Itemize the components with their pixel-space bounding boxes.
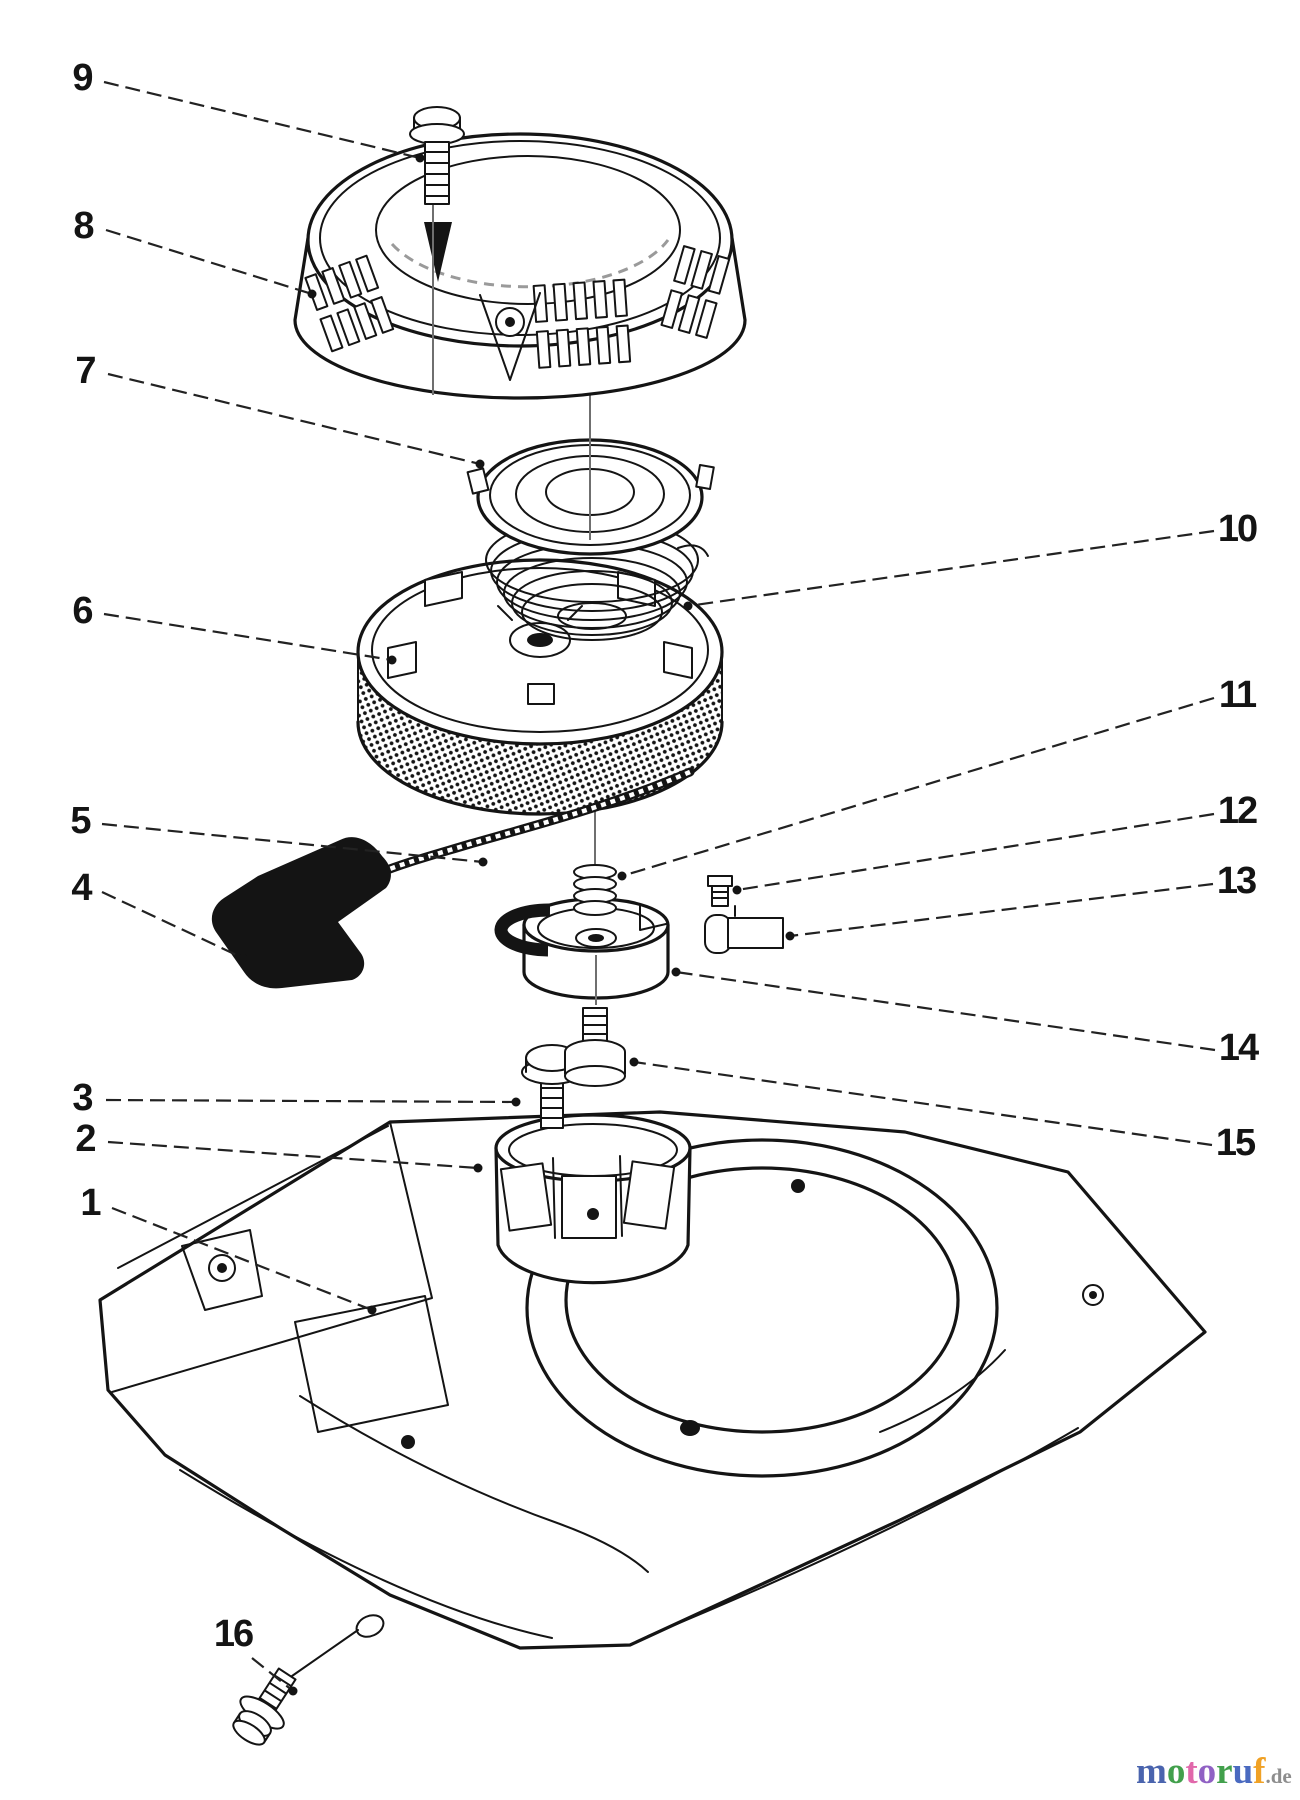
part-shoulder-bolt-15 [564,1007,626,1087]
part-flange-screw-16 [232,1667,297,1746]
callout-label-12: 12 [1218,790,1257,832]
leader-line-14 [675,970,1216,1052]
leader-line-13 [789,882,1214,938]
logo-letter-6: f [1253,1751,1266,1792]
part-set-screw-12 [707,875,733,907]
callout-label-5: 5 [70,800,91,842]
callout-label-7: 7 [75,350,95,392]
callout-label-10: 10 [1218,508,1257,550]
callout-label-16: 16 [214,1613,253,1655]
watermark-logo[interactable]: motoruf.de [1136,1750,1300,1796]
part-compression-spring-11 [573,800,617,916]
part-starter-rope [367,767,695,881]
logo-letter-2: t [1185,1751,1198,1792]
part-recoil-starter-cover [293,132,747,400]
leader-line-5 [101,822,484,864]
leader-tip-8 [307,289,317,299]
part-starter-pulley-cage [494,1113,692,1285]
leader-line-3 [105,1098,517,1104]
leader-line-6 [103,612,393,662]
leader-line-4 [101,891,244,959]
callout-label-15: 15 [1216,1122,1256,1164]
part-retainer-clip-13 [704,905,784,954]
logo-letter-4: r [1216,1751,1233,1792]
leader-tip-15 [629,1057,639,1067]
callout-label-6: 6 [72,590,92,632]
leader-tip-4 [238,953,248,963]
logo-letter-5: u [1232,1751,1254,1792]
leader-line-11 [621,696,1215,878]
leader-tip-2 [473,1163,483,1173]
leader-line-12 [736,812,1215,892]
leader-line-7 [107,372,481,466]
callout-label-9: 9 [72,57,92,99]
leader-tip-9 [415,153,425,163]
leader-line-15 [633,1060,1213,1147]
leader-line-16 [251,1657,294,1692]
callout-label-14: 14 [1219,1027,1259,1069]
leader-tip-13 [785,931,795,941]
callout-label-2: 2 [75,1118,95,1160]
callout-label-1: 1 [80,1182,101,1224]
leader-tip-16 [288,1686,298,1696]
leader-tip-1 [367,1305,377,1315]
leader-line-10 [687,529,1215,608]
logo-letter-3: o [1197,1751,1217,1792]
callout-label-13: 13 [1217,860,1256,902]
part-rope-pulley [356,558,724,816]
callout-label-8: 8 [73,205,93,247]
callout-label-4: 4 [71,867,92,909]
part-starter-clutch-cup [494,897,670,1005]
leader-tip-3 [511,1097,521,1107]
part-starter-rope-handle [211,837,391,989]
callout-layer: 9 8 7 6 5 4 32 1 16 10 11 12 13 14 15 [70,57,1261,1696]
leader-tip-11 [617,871,627,881]
leader-line-8 [105,228,313,296]
leader-tip-10 [683,601,693,611]
callout-label-11: 11 [1219,674,1257,716]
logo-letter-1: o [1166,1751,1186,1792]
part-pulley-disc [466,360,715,556]
logo-letter-0: m [1136,1751,1167,1792]
logo-suffix: .de [1265,1764,1292,1788]
callout-label-3: 3 [72,1077,92,1119]
leader-line-2 [107,1140,479,1170]
leader-line-1 [111,1206,373,1312]
part-flange-screw-9 [409,106,465,205]
leader-tip-12 [732,885,742,895]
leader-line-9 [103,80,421,160]
leader-tip-6 [387,655,397,665]
leader-tip-7 [475,459,485,469]
part-blower-housing-base [98,1110,1207,1677]
leader-tip-14 [671,967,681,977]
leader-tip-5 [478,857,488,867]
